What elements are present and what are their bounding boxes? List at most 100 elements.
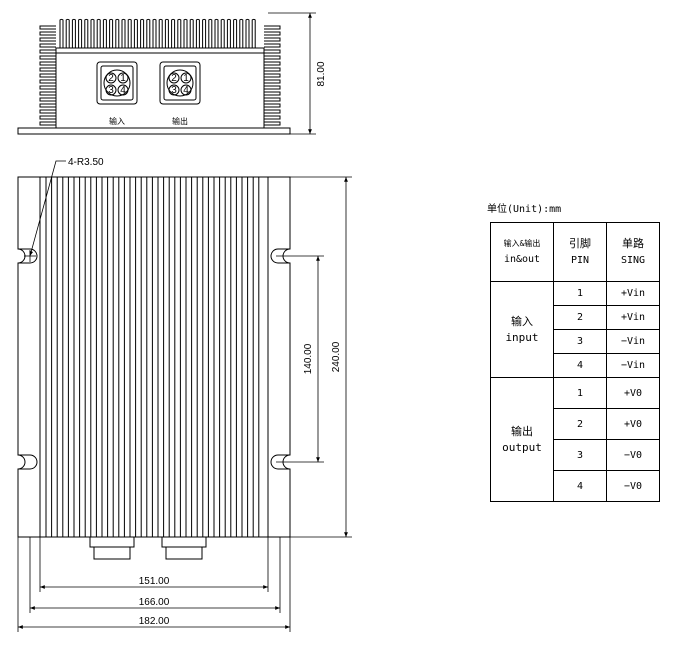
side-fin bbox=[39, 115, 56, 120]
header-col2-cn: 引脚 bbox=[569, 236, 591, 250]
pin-number: 4 bbox=[120, 85, 126, 96]
width-151-label: 151.00 bbox=[139, 576, 170, 587]
base-flange bbox=[17, 127, 291, 135]
fin bbox=[189, 18, 194, 48]
signal-cell: −Vin bbox=[606, 329, 660, 354]
fin bbox=[109, 18, 114, 48]
side-fin bbox=[39, 85, 56, 90]
fin bbox=[90, 18, 95, 48]
pin-cell: 1 bbox=[553, 281, 607, 306]
width-166-label: 166.00 bbox=[139, 597, 170, 608]
hole-spacing-label: 140.00 bbox=[303, 343, 314, 374]
fin bbox=[146, 18, 151, 48]
fin bbox=[239, 18, 244, 48]
side-fin bbox=[39, 103, 56, 108]
fin bbox=[220, 18, 225, 48]
table-row: 输入 input 1 +Vin bbox=[490, 281, 660, 378]
side-fin bbox=[264, 61, 281, 66]
fin bbox=[183, 18, 188, 48]
pin-cell: 1 bbox=[553, 377, 607, 409]
signal-cell: +Vin bbox=[606, 281, 660, 306]
input-connector-label: 输入 bbox=[109, 116, 125, 126]
unit-label: 单位(Unit):mm bbox=[487, 204, 562, 215]
signal-cell: +V0 bbox=[606, 377, 660, 409]
input-connector bbox=[96, 61, 138, 105]
fin bbox=[84, 18, 89, 48]
output-connector-label: 输出 bbox=[172, 116, 188, 126]
side-fin bbox=[39, 37, 56, 42]
fin bbox=[127, 18, 132, 48]
table-row: 2 +Vin bbox=[491, 305, 660, 330]
group-input-en: input bbox=[505, 330, 539, 344]
pin-cell: 2 bbox=[553, 305, 607, 330]
fin bbox=[59, 18, 64, 48]
header-col3-cn: 单路 bbox=[622, 236, 644, 250]
fin bbox=[96, 18, 101, 48]
length-label: 240.00 bbox=[331, 341, 342, 372]
group-output-en: output bbox=[502, 440, 542, 454]
side-fin bbox=[264, 85, 281, 90]
fin bbox=[195, 18, 200, 48]
side-fin bbox=[39, 97, 56, 102]
top-view bbox=[17, 176, 291, 560]
side-fin bbox=[264, 121, 281, 126]
fin bbox=[171, 18, 176, 48]
pin-cell: 3 bbox=[553, 439, 607, 471]
side-fin bbox=[264, 43, 281, 48]
side-fin bbox=[264, 37, 281, 42]
side-fin bbox=[39, 109, 56, 114]
fin bbox=[152, 18, 157, 48]
fin bbox=[65, 18, 70, 48]
fin bbox=[233, 18, 238, 48]
fin-region bbox=[39, 176, 269, 538]
pin-number: 1 bbox=[183, 73, 189, 84]
side-fin bbox=[264, 31, 281, 36]
base-plate-outline bbox=[17, 176, 291, 538]
signal-cell: −V0 bbox=[606, 470, 660, 502]
fin bbox=[133, 18, 138, 48]
side-fin bbox=[264, 79, 281, 84]
pin-number: 2 bbox=[171, 73, 177, 84]
side-fin bbox=[39, 43, 56, 48]
header-col1-cn: 输入&输出 bbox=[503, 239, 541, 248]
output-connector bbox=[159, 61, 201, 105]
group-output: 输出 output bbox=[490, 377, 554, 502]
vertical-dimensions bbox=[276, 176, 352, 538]
pin-cell: 4 bbox=[553, 353, 607, 378]
fin bbox=[208, 18, 213, 48]
side-fin bbox=[39, 121, 56, 126]
fin bbox=[226, 18, 231, 48]
pin-number: 1 bbox=[120, 73, 126, 84]
pin-cell: 2 bbox=[553, 408, 607, 440]
side-fin bbox=[264, 91, 281, 96]
fin bbox=[251, 18, 256, 48]
signal-cell: +V0 bbox=[606, 408, 660, 440]
width-182-label: 182.00 bbox=[139, 616, 170, 627]
side-fin bbox=[264, 49, 281, 54]
group-output-cn: 输出 bbox=[511, 424, 533, 438]
table-row: 4 −V0 bbox=[491, 470, 660, 502]
side-fin bbox=[39, 49, 56, 54]
fin bbox=[202, 18, 207, 48]
side-fin bbox=[264, 97, 281, 102]
pin-number: 4 bbox=[183, 85, 189, 96]
pin-4-circle bbox=[117, 84, 129, 96]
side-fin bbox=[264, 67, 281, 72]
side-fin bbox=[264, 109, 281, 114]
pin-number: 3 bbox=[108, 85, 114, 96]
pin-number: 2 bbox=[108, 73, 114, 84]
fin bbox=[140, 18, 145, 48]
header-in-out: 输入&输出 in&out bbox=[490, 222, 554, 282]
signal-cell: +Vin bbox=[606, 305, 660, 330]
top-fins bbox=[45, 177, 260, 537]
side-fin bbox=[39, 61, 56, 66]
fin bbox=[245, 18, 250, 48]
horizontal-dimensions bbox=[17, 537, 291, 632]
signal-cell: −V0 bbox=[606, 439, 660, 471]
fin bbox=[102, 18, 107, 48]
pin-1-circle bbox=[117, 72, 129, 84]
height-dim-label: 81.00 bbox=[316, 61, 327, 86]
bottom-connectors bbox=[89, 536, 207, 560]
side-fin bbox=[39, 31, 56, 36]
side-fin bbox=[39, 91, 56, 96]
